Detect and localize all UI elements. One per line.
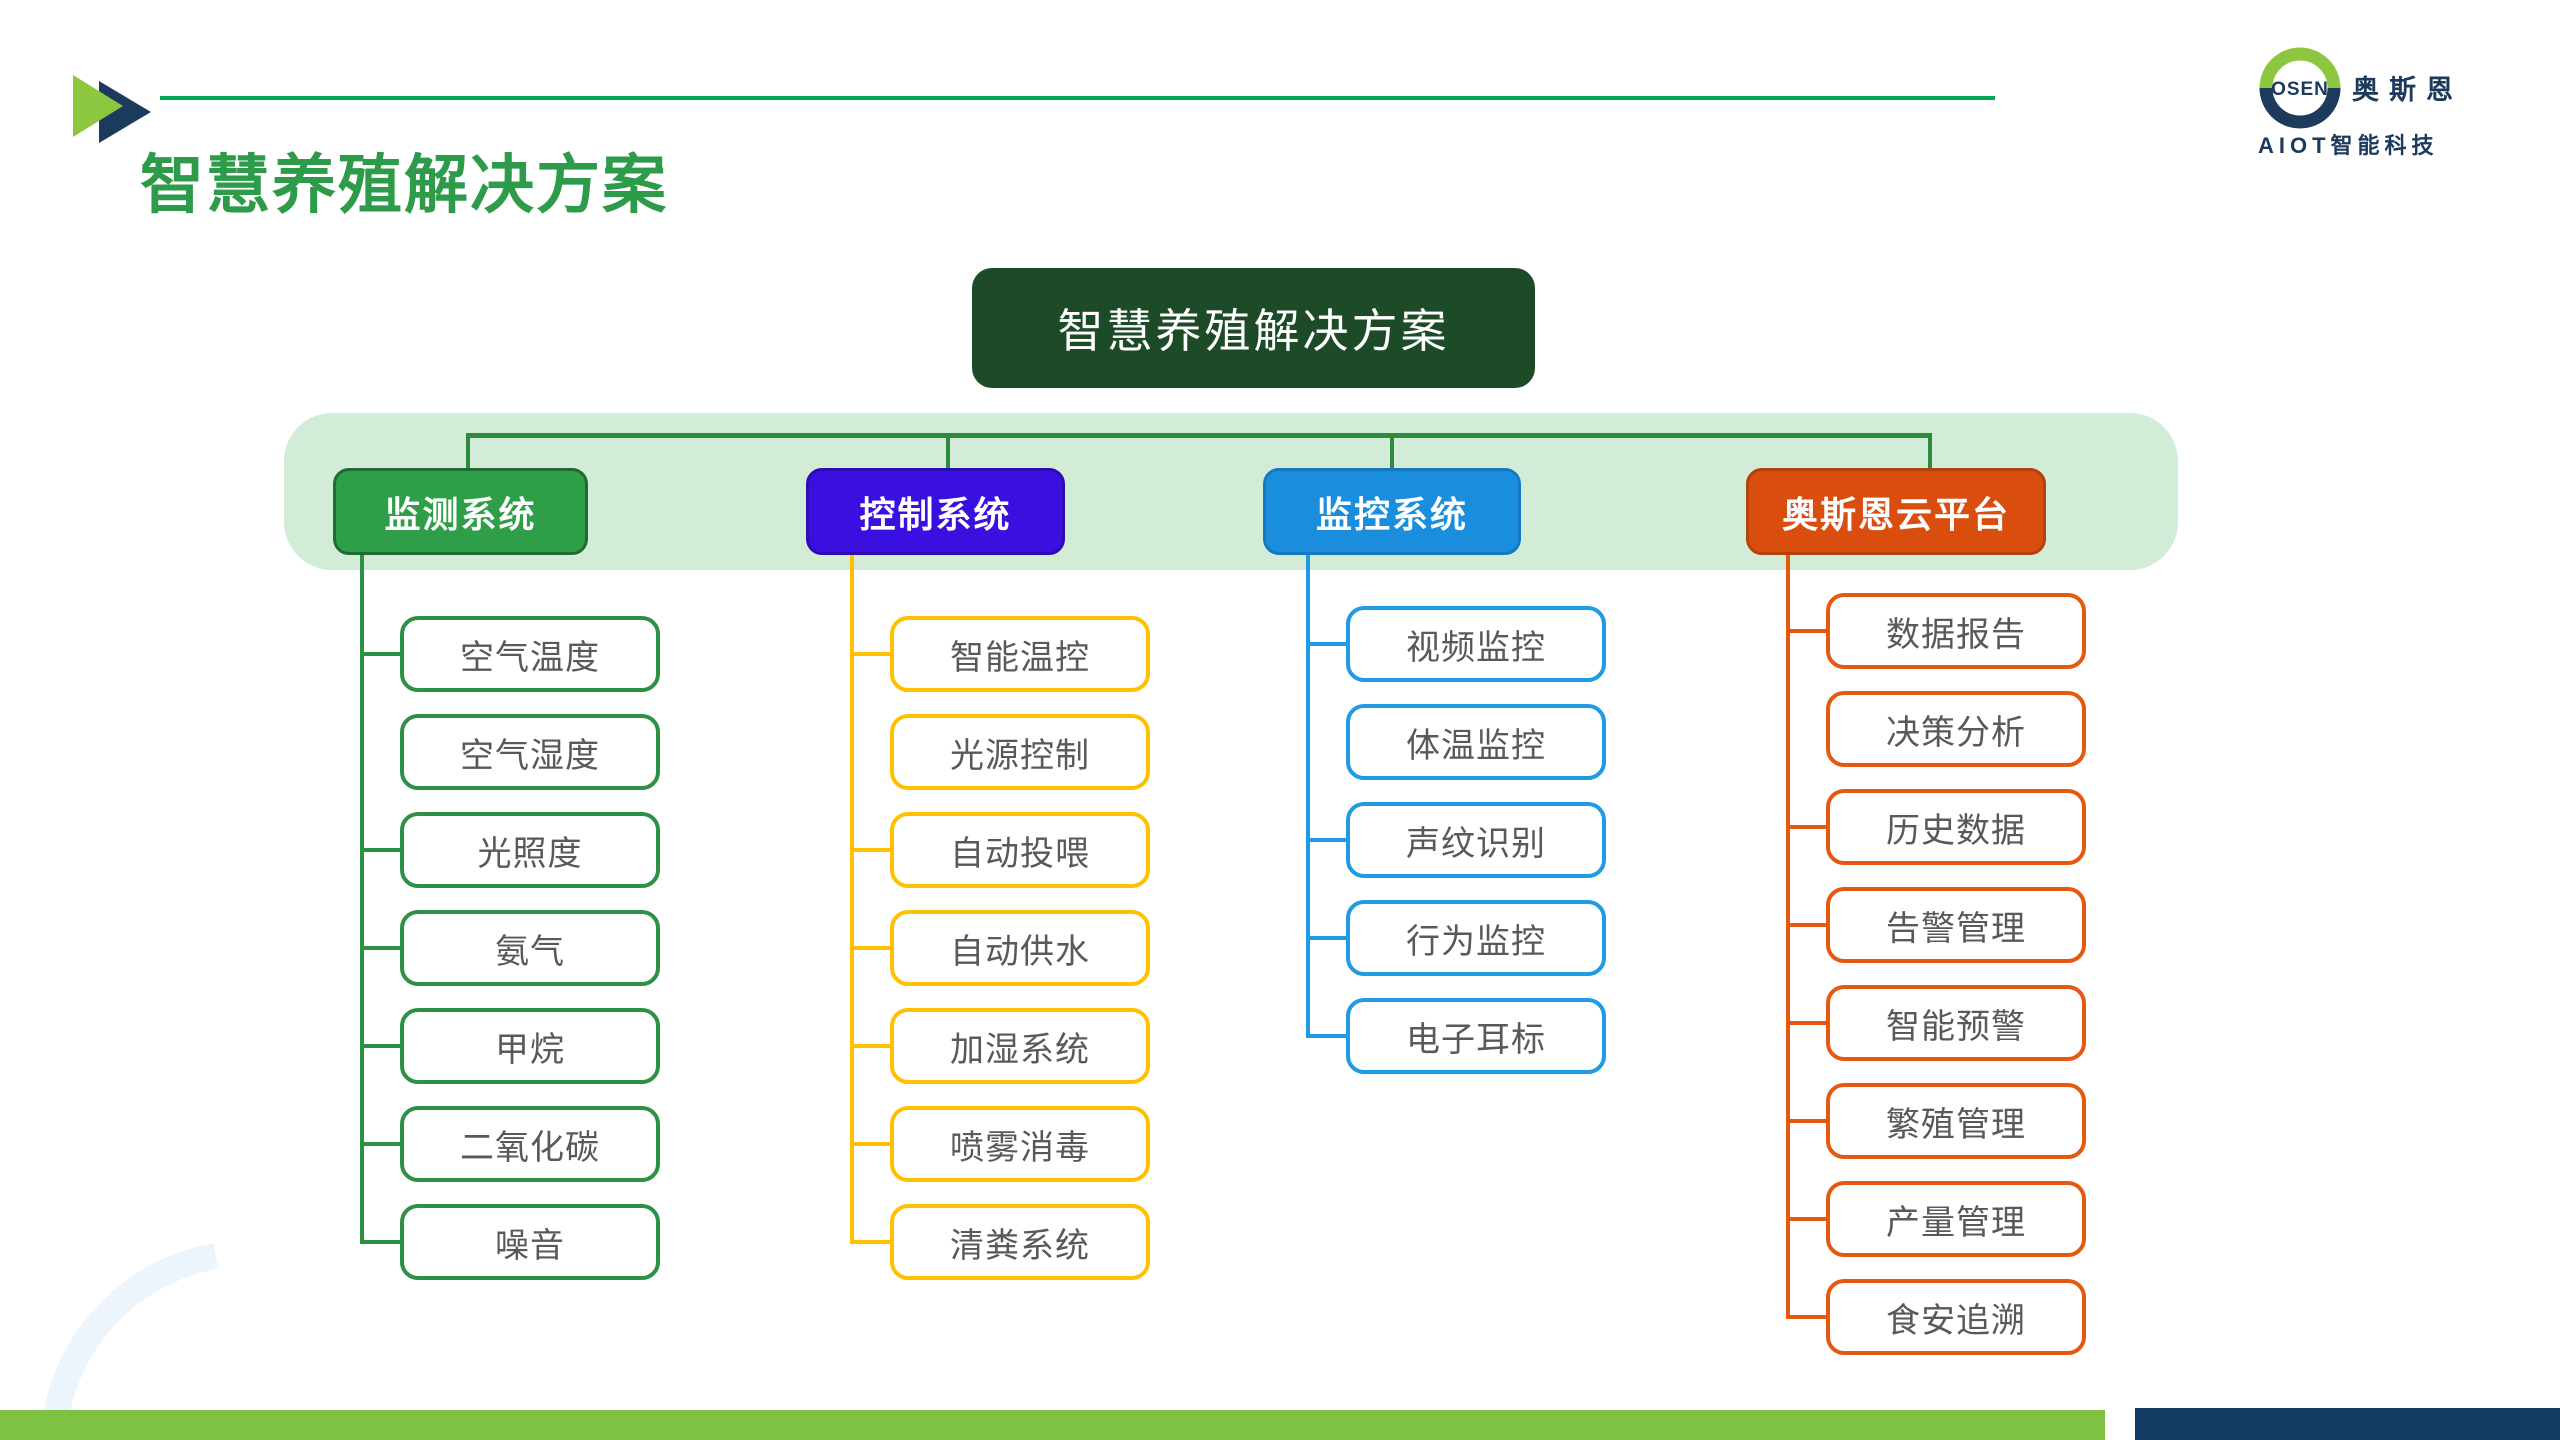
child-stub-connector [362,652,400,656]
child-stub-connector [362,1044,400,1048]
branch-header-4: 奥斯恩云平台 [1746,468,2046,555]
tree-node-1-3: 光照度 [400,812,660,888]
tree-node-4-1: 数据报告 [1826,593,2086,669]
child-stub-connector [852,1240,890,1244]
logo-company-name: 奥斯恩 [2352,75,2463,105]
footer-bar-green [0,1410,2105,1440]
child-stub-connector [1308,1034,1346,1038]
child-stub-connector [362,1240,400,1244]
logo-tagline: AIOT智能科技 [2258,133,2439,158]
child-stub-connector [852,848,890,852]
trunk-drop-connector [1928,433,1932,468]
branch-spine-connector [360,555,364,1244]
trunk-connector-line [468,433,1932,438]
tree-node-4-2: 决策分析 [1826,691,2086,767]
child-stub-connector [362,848,400,852]
child-stub-connector [852,1044,890,1048]
background-arc-decoration [0,1157,543,1440]
tree-node-3-3: 声纹识别 [1346,802,1606,878]
child-stub-connector [1788,629,1826,633]
child-stub-connector [1308,642,1346,646]
page-title: 智慧养殖解决方案 [140,149,668,221]
child-stub-connector [362,1142,400,1146]
tree-node-3-4: 行为监控 [1346,900,1606,976]
osen-ring-icon: OSEN [2259,47,2341,129]
child-stub-connector [1788,923,1826,927]
child-stub-connector [852,946,890,950]
tree-node-2-3: 自动投喂 [890,812,1150,888]
tree-node-1-7: 噪音 [400,1204,660,1280]
tree-node-3-1: 视频监控 [1346,606,1606,682]
branch-header-1: 监测系统 [333,468,588,555]
footer-bar-navy [2135,1408,2560,1440]
child-stub-connector [1788,825,1826,829]
tree-node-2-6: 喷雾消毒 [890,1106,1150,1182]
tree-node-3-5: 电子耳标 [1346,998,1606,1074]
trunk-drop-connector [1390,433,1394,468]
branch-spine-connector [1306,555,1310,1038]
tree-node-2-1: 智能温控 [890,616,1150,692]
tree-node-2-5: 加湿系统 [890,1008,1150,1084]
header-rule-line [160,96,1995,100]
trunk-drop-connector [466,433,470,468]
tree-node-3-2: 体温监控 [1346,704,1606,780]
company-logo: OSEN 奥斯恩 AIOT智能科技 [2250,40,2510,170]
logo-ring-text: OSEN [2271,79,2329,100]
branch-header-2: 控制系统 [806,468,1065,555]
tree-node-4-8: 食安追溯 [1826,1279,2086,1355]
branch-header-3: 监控系统 [1263,468,1521,555]
tree-node-1-6: 二氧化碳 [400,1106,660,1182]
child-stub-connector [1788,1021,1826,1025]
tree-node-2-7: 清粪系统 [890,1204,1150,1280]
tree-node-1-5: 甲烷 [400,1008,660,1084]
child-stub-connector [852,1142,890,1146]
child-stub-connector [852,652,890,656]
tree-node-1-1: 空气温度 [400,616,660,692]
tree-node-2-4: 自动供水 [890,910,1150,986]
tree-node-4-7: 产量管理 [1826,1181,2086,1257]
trunk-drop-connector [946,433,950,468]
tree-node-4-5: 智能预警 [1826,985,2086,1061]
tree-node-4-6: 繁殖管理 [1826,1083,2086,1159]
tree-node-1-4: 氨气 [400,910,660,986]
tree-node-2-2: 光源控制 [890,714,1150,790]
tree-node-4-3: 历史数据 [1826,789,2086,865]
child-stub-connector [362,946,400,950]
branch-spine-connector [850,555,854,1244]
root-node: 智慧养殖解决方案 [972,268,1535,388]
branch-spine-connector [1786,555,1790,1319]
chevron-icon [73,75,123,137]
child-stub-connector [1308,838,1346,842]
child-stub-connector [1788,1119,1826,1123]
tree-node-1-2: 空气湿度 [400,714,660,790]
child-stub-connector [1788,1217,1826,1221]
child-stub-connector [1308,936,1346,940]
child-stub-connector [1788,1315,1826,1319]
tree-node-4-4: 告警管理 [1826,887,2086,963]
